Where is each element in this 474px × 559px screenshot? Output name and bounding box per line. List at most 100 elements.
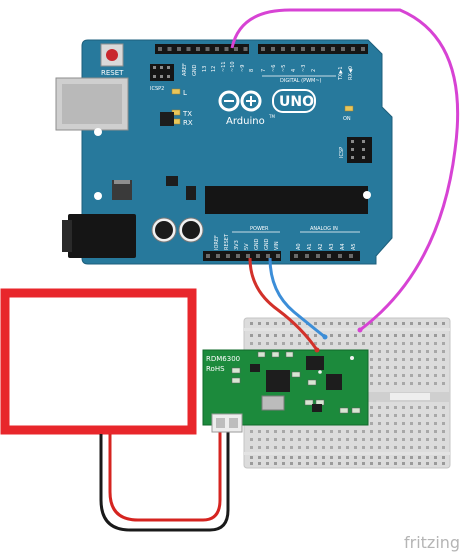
breadboard-hole <box>370 334 373 337</box>
breadboard-hole <box>258 446 261 449</box>
header-pin <box>158 47 162 51</box>
module-rohs-label: RoHS <box>206 365 225 373</box>
breadboard-hole <box>434 438 437 441</box>
header-pin <box>167 47 172 51</box>
breadboard-hole <box>370 430 373 433</box>
breadboard-hole <box>298 430 301 433</box>
breadboard-hole <box>250 342 253 345</box>
breadboard-hole <box>322 438 325 441</box>
breadboard-hole <box>394 334 397 337</box>
breadboard-hole <box>426 350 429 353</box>
header-pin <box>294 254 298 258</box>
breadboard-hole <box>274 446 277 449</box>
wire-tx-magenta <box>230 8 460 332</box>
breadboard-hole <box>442 342 445 345</box>
gnd-top-label: GND <box>192 64 198 76</box>
breadboard-hole <box>346 446 349 449</box>
breadboard-hole <box>370 422 373 425</box>
header-pin <box>311 47 315 51</box>
breadboard-hole <box>346 462 349 465</box>
pin9-label: ~9 <box>240 65 246 72</box>
breadboard-hole <box>386 406 389 409</box>
breadboard-hole <box>402 358 405 361</box>
breadboard-hole <box>250 462 253 465</box>
breadboard-hole <box>402 438 405 441</box>
breadboard-hole <box>322 322 325 325</box>
breadboard-hole <box>434 350 437 353</box>
breadboard-hole <box>418 382 421 385</box>
header-pin <box>215 47 219 51</box>
breadboard-hole <box>426 430 429 433</box>
header-pin <box>234 47 238 51</box>
breadboard-hole <box>346 322 349 325</box>
header-pin <box>177 47 181 51</box>
antenna-lead-red <box>108 432 222 522</box>
header-pin <box>261 47 265 51</box>
header-pin <box>216 254 220 258</box>
breadboard-hole <box>410 350 413 353</box>
breadboard-hole <box>250 322 253 325</box>
pin0-label: RX◀0 <box>348 66 354 80</box>
breadboard-hole <box>274 342 277 345</box>
breadboard-hole <box>442 406 445 409</box>
breadboard-hole <box>362 438 365 441</box>
breadboard-hole <box>378 430 381 433</box>
breadboard-hole <box>410 414 413 417</box>
header-pin <box>331 47 335 51</box>
header-pin <box>281 47 285 51</box>
uno-badge: UNO <box>272 89 316 113</box>
pin10-label: ~10 <box>230 61 236 72</box>
icsp2-header <box>150 64 174 81</box>
breadboard-hole <box>434 382 437 385</box>
breadboard-hole <box>386 446 389 449</box>
breadboard-hole <box>434 358 437 361</box>
breadboard-hole <box>442 334 445 337</box>
antenna-coil <box>0 288 197 435</box>
breadboard-hole <box>282 322 285 325</box>
breadboard-hole <box>442 430 445 433</box>
breadboard-hole <box>402 414 405 417</box>
icsp2-label: ICSP2 <box>150 86 164 92</box>
breadboard-hole <box>442 322 445 325</box>
pin12-label: 12 <box>211 66 217 72</box>
breadboard-hole <box>410 374 413 377</box>
breadboard-hole <box>266 456 269 459</box>
breadboard-hole <box>282 438 285 441</box>
breadboard-hole <box>426 462 429 465</box>
header-pin <box>256 254 260 258</box>
breadboard-hole <box>410 446 413 449</box>
header-pin <box>351 47 355 51</box>
breadboard-hole <box>418 446 421 449</box>
breadboard-hole <box>434 462 437 465</box>
breadboard-hole <box>386 430 389 433</box>
breadboard-hole <box>442 422 445 425</box>
breadboard-hole <box>410 342 413 345</box>
arduino-tm: TM <box>268 114 275 119</box>
breadboard-hole <box>410 406 413 409</box>
breadboard-hole <box>378 366 381 369</box>
breadboard-hole <box>290 456 293 459</box>
breadboard-hole <box>338 456 341 459</box>
breadboard-hole <box>330 456 333 459</box>
header-pin <box>206 254 210 258</box>
breadboard-hole <box>346 430 349 433</box>
breadboard-hole <box>394 430 397 433</box>
breadboard-hole <box>418 462 421 465</box>
breadboard-hole <box>410 382 413 385</box>
breadboard-hole <box>370 462 373 465</box>
breadboard-hole <box>250 438 253 441</box>
breadboard-hole <box>330 446 333 449</box>
breadboard-hole <box>386 342 389 345</box>
breadboard-hole <box>314 342 317 345</box>
breadboard-hole <box>386 414 389 417</box>
a2-label: A2 <box>318 243 324 250</box>
header-pin <box>316 254 320 258</box>
breadboard-hole <box>434 406 437 409</box>
breadboard-hole <box>394 438 397 441</box>
a4-label: A4 <box>340 243 346 250</box>
breadboard-hole <box>434 446 437 449</box>
breadboard-hole <box>274 430 277 433</box>
breadboard-hole <box>330 462 333 465</box>
breadboard-hole <box>386 438 389 441</box>
breadboard-hole <box>442 382 445 385</box>
